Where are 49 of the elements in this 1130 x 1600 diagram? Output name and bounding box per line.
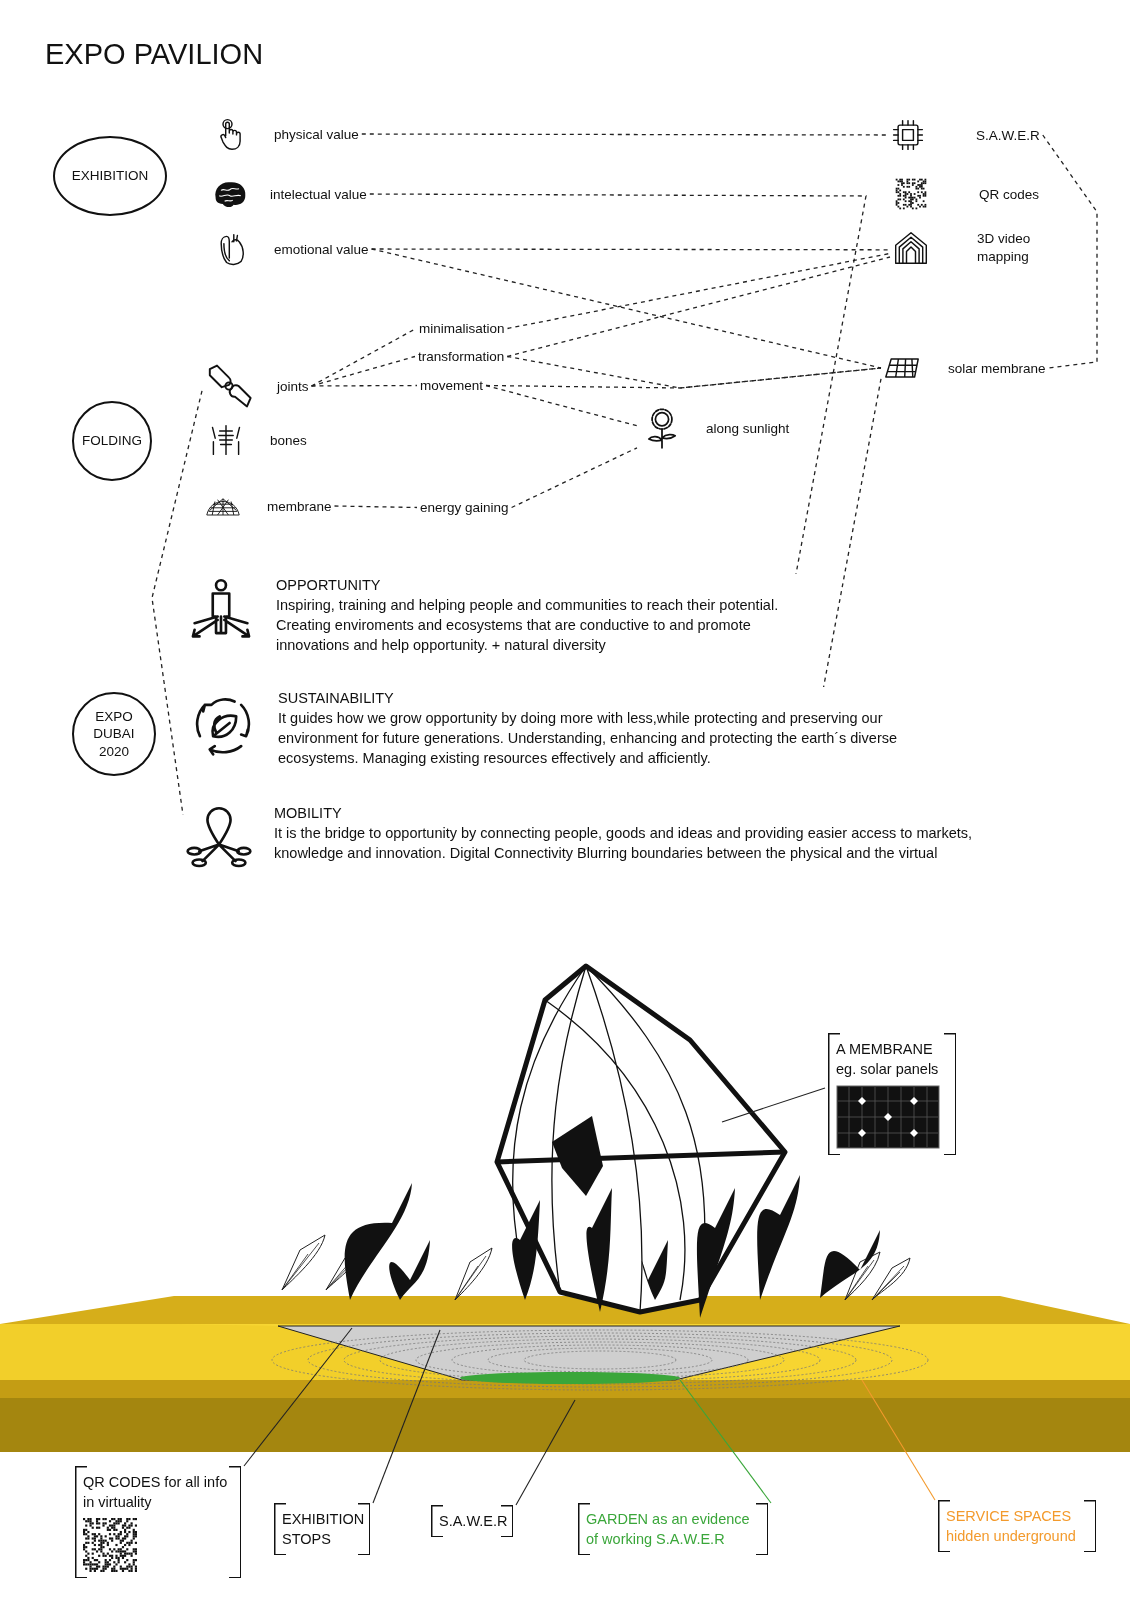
concept-label: energy gaining bbox=[420, 500, 509, 515]
concept-label: solar membrane bbox=[948, 360, 1046, 376]
section-heading: MOBILITY bbox=[274, 805, 343, 821]
page-title: EXPO PAVILION bbox=[45, 38, 264, 71]
concept-label: S.A.W.E.R bbox=[976, 127, 1040, 143]
dashed-connector bbox=[370, 248, 882, 369]
callout-text: QR CODES for all info in virtuality bbox=[83, 1473, 229, 1512]
dashed-connector bbox=[333, 505, 418, 509]
section-text: It guides how we grow opportunity by doing more with less,while protecting and preserving our environment for future generations. Understanding, enhancing and protecting the earth´s diverse ecosystems. Managing existing resources effectively and afficiently. bbox=[278, 709, 898, 768]
concept-label: intelectual value bbox=[270, 186, 367, 202]
concept-label: physical value bbox=[274, 126, 359, 142]
category-circle: FOLDING bbox=[72, 401, 152, 481]
dashed-connector bbox=[370, 248, 891, 251]
callout-text: A MEMBRANE eg. solar panels bbox=[836, 1040, 940, 1079]
dashed-connector bbox=[1042, 134, 1098, 369]
section-text: It is the bridge to opportunity by connecting people, goods and ideas and providing easier access to markets, knowledge and innovation. Digital Connectivity Blurring boundaries between the physical and the virtual bbox=[274, 824, 974, 863]
concept-label: transformation bbox=[418, 349, 505, 364]
dashed-connector bbox=[485, 384, 638, 427]
section-heading: OPPORTUNITY bbox=[276, 577, 382, 593]
category-circle: EXHIBITION bbox=[53, 136, 167, 216]
section-heading: SUSTAINABILITY bbox=[278, 690, 395, 706]
concept-label: bones bbox=[270, 432, 307, 448]
concept-label: movement bbox=[420, 378, 484, 393]
dashed-connector bbox=[510, 447, 638, 509]
leader-line bbox=[679, 1379, 772, 1504]
concept-label: joints bbox=[277, 378, 309, 394]
category-circle: EXPO DUBAI 2020 bbox=[72, 692, 156, 776]
callout-text: SERVICE SPACES hidden underground bbox=[946, 1507, 1077, 1546]
dashed-connector bbox=[822, 378, 882, 688]
dashed-connector bbox=[369, 193, 867, 575]
concept-label: QR codes bbox=[979, 186, 1040, 202]
dashed-connector bbox=[506, 256, 891, 358]
leader-line bbox=[372, 1329, 441, 1504]
callout-text: GARDEN as an evidence of working S.A.W.E.R bbox=[586, 1510, 751, 1549]
callout-text: S.A.W.E.R bbox=[439, 1512, 505, 1531]
leader-line bbox=[721, 1087, 826, 1123]
concept-label: along sunlight bbox=[706, 420, 790, 436]
dashed-connector bbox=[310, 384, 418, 387]
section-text: Inspiring, training and helping people and communities to reach their potential. Creating enviroments and ecosystems that are conductive to and promote innovations and help opportunity. + natural diversity bbox=[276, 596, 780, 655]
leader-line bbox=[861, 1379, 936, 1501]
concept-label: emotional value bbox=[274, 241, 369, 257]
leader-line bbox=[243, 1327, 353, 1467]
dashed-connector bbox=[361, 133, 888, 136]
concept-label: 3D video mapping bbox=[977, 230, 1032, 266]
dashed-connector bbox=[506, 252, 891, 330]
leader-line bbox=[515, 1399, 576, 1506]
concept-label: membrane bbox=[267, 498, 332, 514]
callout-text: EXHIBITION STOPS bbox=[282, 1510, 362, 1549]
concept-label: minimalisation bbox=[419, 321, 505, 336]
